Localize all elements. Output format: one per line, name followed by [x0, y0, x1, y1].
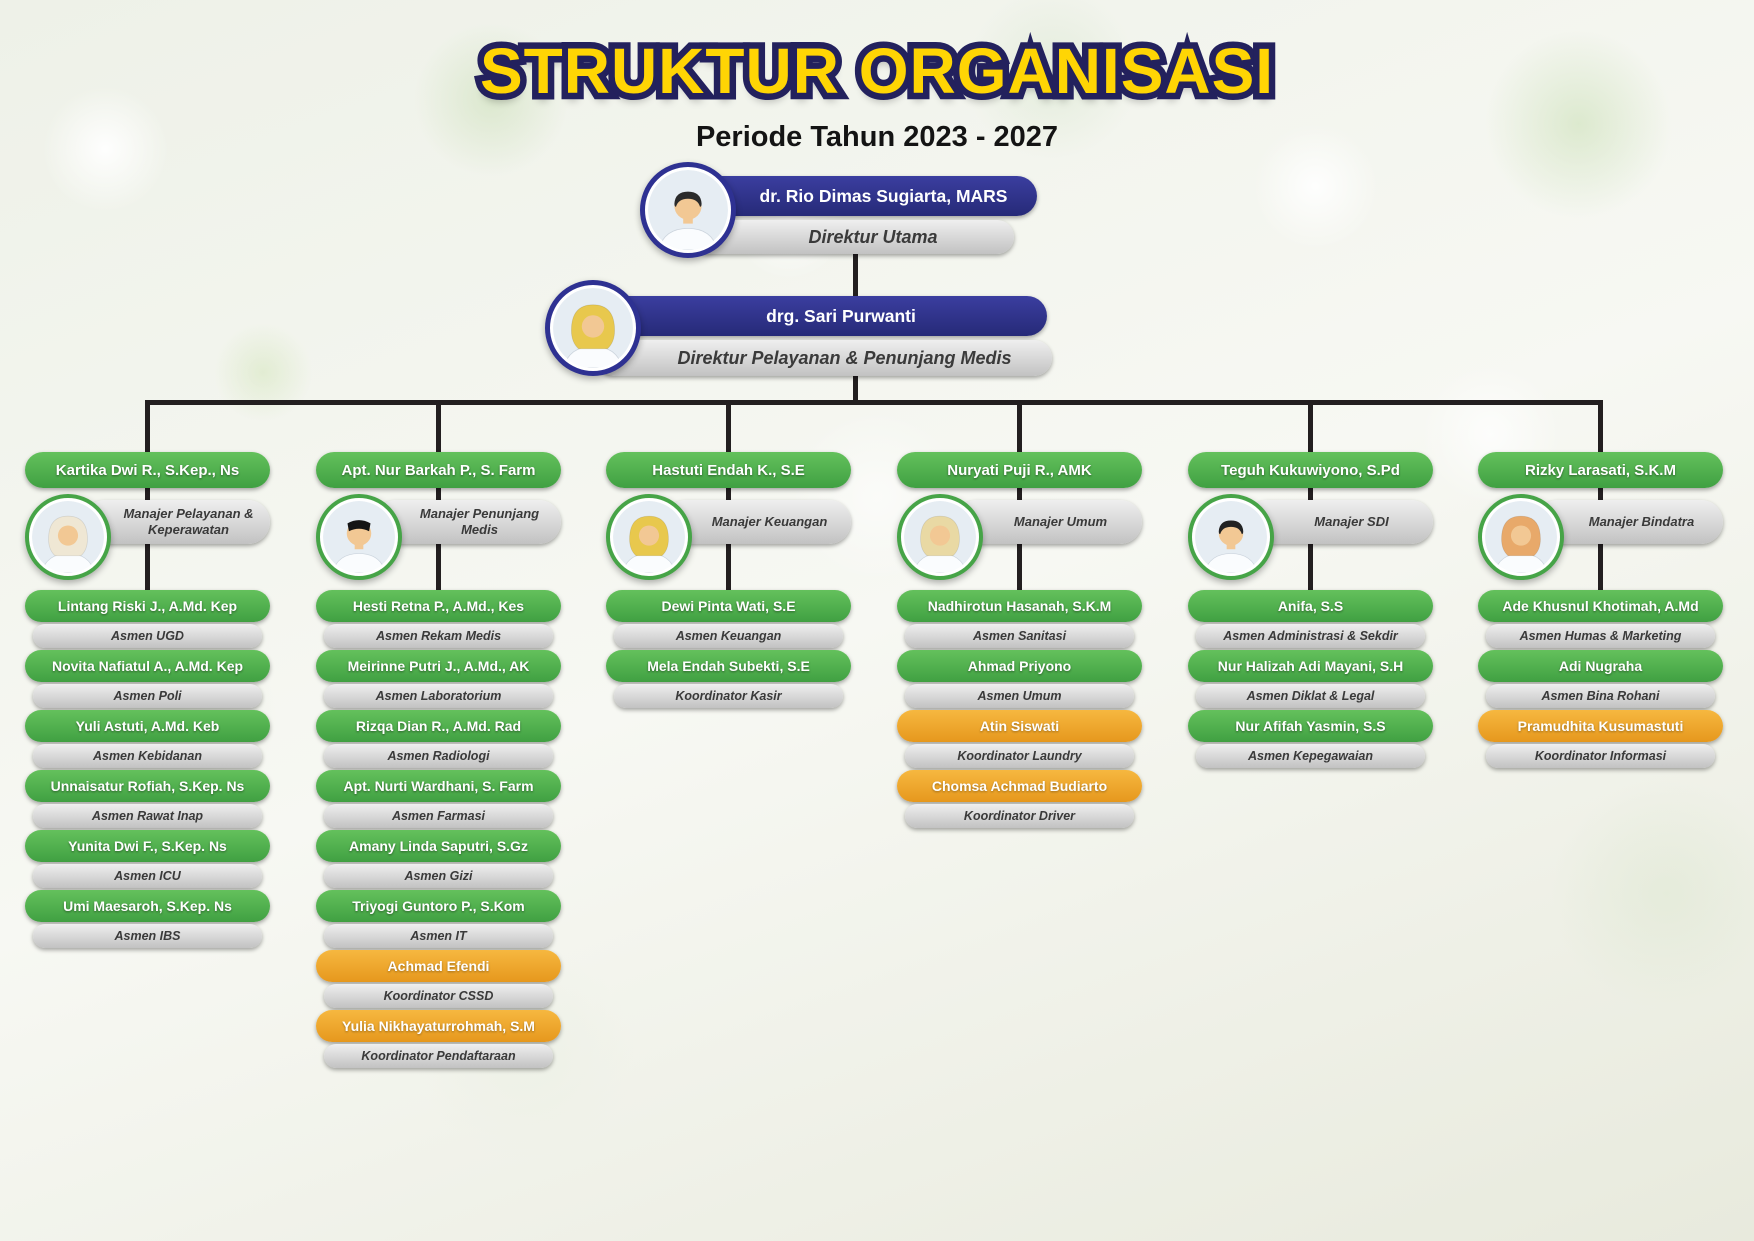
connector-spine-drop: [1598, 400, 1603, 454]
member-role-pill: Asmen Administrasi & Sekdir: [1196, 624, 1425, 648]
member-name-pill: Anifa, S.S: [1188, 590, 1433, 622]
manager-role-pill: Manajer Bindatra: [1536, 500, 1723, 544]
member-role-pill: Koordinator Pendaftaraan: [324, 1044, 553, 1068]
member-name-pill: Novita Nafiatul A., A.Md. Kep: [25, 650, 270, 682]
member-name-pill: Yulia Nikhayaturrohmah, S.M: [316, 1010, 561, 1042]
member-role-pill: Asmen ICU: [33, 864, 262, 888]
member-role-pill: Asmen Keuangan: [614, 624, 843, 648]
director-name-pill: drg. Sari Purwanti: [597, 296, 1047, 336]
director-photo: [545, 280, 641, 376]
member-role-pill: Koordinator Laundry: [905, 744, 1134, 768]
member-name-pill: Nadhirotun Hasanah, S.K.M: [897, 590, 1142, 622]
member-name-pill: Mela Endah Subekti, S.E: [606, 650, 851, 682]
manager-photo: [1478, 494, 1564, 580]
member-role-pill: Asmen Kebidanan: [33, 744, 262, 768]
member-name-pill: Apt. Nurti Wardhani, S. Farm: [316, 770, 561, 802]
member-role-pill: Asmen Rekam Medis: [324, 624, 553, 648]
manager-name-pill: Nuryati Puji R., AMK: [897, 452, 1142, 488]
member-name-pill: Triyogi Guntoro P., S.Kom: [316, 890, 561, 922]
connector-dir1-dir2: [853, 250, 858, 302]
member-role-pill: Asmen Bina Rohani: [1486, 684, 1715, 708]
page-title-text: STRUKTUR ORGANISASI: [479, 35, 1275, 107]
page-title: STRUKTUR ORGANISASI STRUKTUR ORGANISASI: [0, 29, 1754, 120]
member-name-pill: Amany Linda Saputri, S.Gz: [316, 830, 561, 862]
manager-name-pill: Rizky Larasati, S.K.M: [1478, 452, 1723, 488]
member-name-pill: Rizqa Dian R., A.Md. Rad: [316, 710, 561, 742]
member-role-pill: Asmen IT: [324, 924, 553, 948]
member-name-pill: Meirinne Putri J., A.Md., AK: [316, 650, 561, 682]
member-name-pill: Achmad Efendi: [316, 950, 561, 982]
member-name-pill: Unnaisatur Rofiah, S.Kep. Ns: [25, 770, 270, 802]
page-subtitle: Periode Tahun 2023 - 2027: [695, 121, 1059, 153]
manager-photo: [1188, 494, 1274, 580]
director-photo: [640, 162, 736, 258]
manager-photo: [25, 494, 111, 580]
member-role-pill: Asmen Farmasi: [324, 804, 553, 828]
manager-photo: [316, 494, 402, 580]
member-name-pill: Hesti Retna P., A.Md., Kes: [316, 590, 561, 622]
member-name-pill: Yunita Dwi F., S.Kep. Ns: [25, 830, 270, 862]
member-name-pill: Nur Afifah Yasmin, S.S: [1188, 710, 1433, 742]
member-role-pill: Asmen Radiologi: [324, 744, 553, 768]
member-role-pill: Asmen Rawat Inap: [33, 804, 262, 828]
connector-spine-drop: [726, 400, 731, 454]
page-title-outline: STRUKTUR ORGANISASI: [473, 29, 1279, 114]
manager-name-pill: Teguh Kukuwiyono, S.Pd: [1188, 452, 1433, 488]
manager-photo: [606, 494, 692, 580]
manager-name-pill: Apt. Nur Barkah P., S. Farm: [316, 452, 561, 488]
member-role-pill: Asmen Umum: [905, 684, 1134, 708]
manager-role-pill: Manajer SDI: [1246, 500, 1433, 544]
member-name-pill: Chomsa Achmad Budiarto: [897, 770, 1142, 802]
member-role-pill: Koordinator Driver: [905, 804, 1134, 828]
director-utama-node: dr. Rio Dimas Sugiarta, MARS Direktur Ut…: [640, 162, 1040, 262]
member-name-pill: Ahmad Priyono: [897, 650, 1142, 682]
manager-photo: [897, 494, 983, 580]
connector-spine-drop: [145, 400, 150, 454]
member-role-pill: Asmen Gizi: [324, 864, 553, 888]
member-name-pill: Atin Siswati: [897, 710, 1142, 742]
member-role-pill: Asmen Sanitasi: [905, 624, 1134, 648]
connector-spine-drop: [436, 400, 441, 454]
director-name-pill: dr. Rio Dimas Sugiarta, MARS: [692, 176, 1037, 216]
member-role-pill: Asmen Humas & Marketing: [1486, 624, 1715, 648]
connector-spine-drop: [1017, 400, 1022, 454]
member-role-pill: Asmen Poli: [33, 684, 262, 708]
manager-role-pill: Manajer Penunjang Medis: [374, 500, 561, 544]
member-name-pill: Pramudhita Kusumastuti: [1478, 710, 1723, 742]
director-role-pill: Direktur Utama: [692, 220, 1014, 254]
member-role-pill: Asmen Kepegawaian: [1196, 744, 1425, 768]
manager-name-pill: Hastuti Endah K., S.E: [606, 452, 851, 488]
member-name-pill: Lintang Riski J., A.Md. Kep: [25, 590, 270, 622]
member-name-pill: Nur Halizah Adi Mayani, S.H: [1188, 650, 1433, 682]
member-name-pill: Umi Maesaroh, S.Kep. Ns: [25, 890, 270, 922]
manager-name-pill: Kartika Dwi R., S.Kep., Ns: [25, 452, 270, 488]
member-name-pill: Yuli Astuti, A.Md. Keb: [25, 710, 270, 742]
member-name-pill: Adi Nugraha: [1478, 650, 1723, 682]
member-role-pill: Asmen Diklat & Legal: [1196, 684, 1425, 708]
member-role-pill: Asmen Laboratorium: [324, 684, 553, 708]
connector-spine: [145, 400, 1603, 405]
member-role-pill: Koordinator Informasi: [1486, 744, 1715, 768]
member-role-pill: Asmen IBS: [33, 924, 262, 948]
manager-role-pill: Manajer Umum: [955, 500, 1142, 544]
member-name-pill: Ade Khusnul Khotimah, A.Md: [1478, 590, 1723, 622]
member-name-pill: Dewi Pinta Wati, S.E: [606, 590, 851, 622]
manager-role-pill: Manajer Pelayanan & Keperawatan: [83, 500, 270, 544]
manager-role-pill: Manajer Keuangan: [664, 500, 851, 544]
director-role-pill: Direktur Pelayanan & Penunjang Medis: [597, 340, 1052, 376]
member-role-pill: Asmen UGD: [33, 624, 262, 648]
connector-dir2-spine: [853, 368, 858, 404]
connector-spine-drop: [1308, 400, 1313, 454]
director-pelayanan-node: drg. Sari Purwanti Direktur Pelayanan & …: [545, 280, 1065, 380]
member-role-pill: Koordinator Kasir: [614, 684, 843, 708]
member-role-pill: Koordinator CSSD: [324, 984, 553, 1008]
